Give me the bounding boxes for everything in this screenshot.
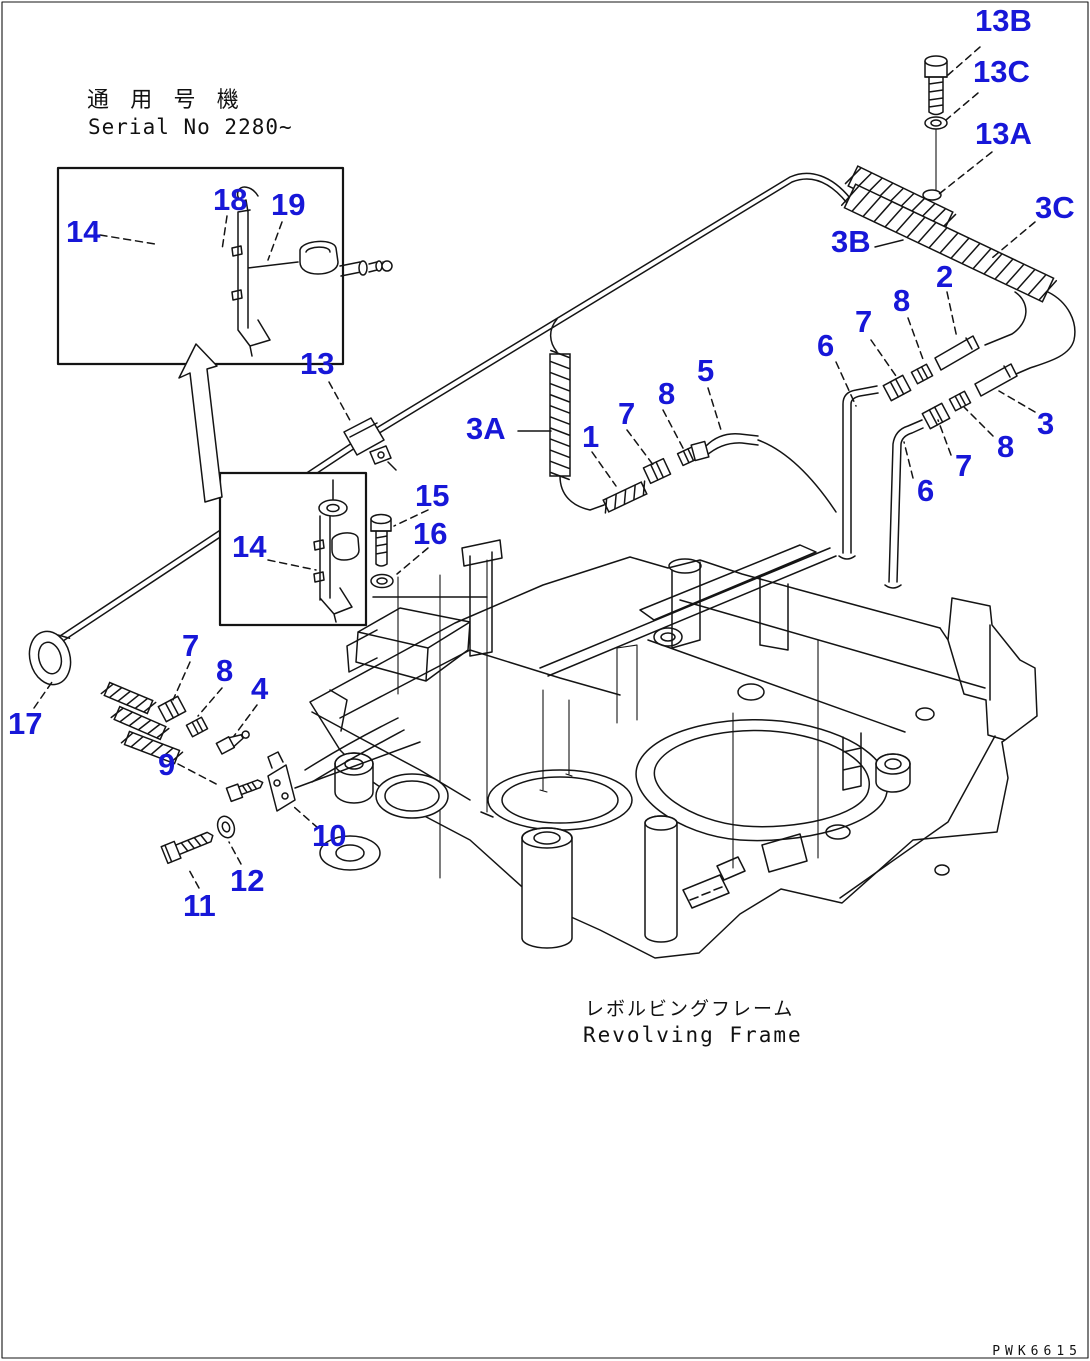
- leader-line: [293, 806, 319, 829]
- leader-line: [267, 221, 283, 261]
- leader-line: [33, 681, 53, 709]
- leader-line: [233, 704, 258, 737]
- callout-label: 11: [183, 888, 216, 923]
- leader-line: [945, 92, 979, 121]
- callout-label: 8: [997, 429, 1014, 464]
- leader-line: [938, 151, 993, 195]
- leader-line: [963, 406, 994, 437]
- caption-japanese: レボルビングフレーム: [585, 998, 794, 1020]
- caption-english: Revolving Frame: [583, 1023, 803, 1047]
- leader-line: [835, 361, 857, 407]
- leader-line: [228, 841, 242, 865]
- leader-line: [221, 215, 228, 251]
- callout-label: 17: [8, 706, 42, 741]
- leader-line: [991, 221, 1036, 259]
- spiral-band: [100, 681, 157, 715]
- drawing-number: PWK6615: [992, 1344, 1082, 1359]
- spiral-band: [110, 705, 170, 741]
- bolt-and-washer: [370, 513, 394, 589]
- callout-label: 4: [251, 671, 269, 706]
- spiral-band: [549, 349, 571, 481]
- callout-label: 12: [230, 863, 264, 898]
- leader-line: [947, 46, 981, 76]
- callout-label: 14: [232, 529, 267, 564]
- callout-label: 2: [936, 259, 953, 294]
- serial-number-note: Serial No 2280~: [88, 115, 293, 139]
- callout-label: 3B: [831, 224, 871, 259]
- callout-label: 5: [697, 353, 714, 388]
- leader-line: [907, 317, 925, 363]
- callout-label: 16: [413, 516, 447, 551]
- callout-label: 13: [300, 346, 334, 381]
- leader-line: [662, 409, 685, 451]
- callout-label: 6: [817, 328, 834, 363]
- spiral-wrapped-hoses: [100, 165, 1058, 765]
- callout-label: 9: [158, 747, 175, 782]
- callout-label: 13C: [973, 54, 1030, 89]
- hose-routing: [59, 128, 1076, 642]
- callout-label: 8: [658, 376, 675, 411]
- clamp-detail-box: [218, 471, 368, 627]
- leader-line: [396, 547, 429, 575]
- leader-line: [707, 387, 722, 431]
- callout-label: 7: [182, 628, 199, 663]
- callout-label: 8: [216, 653, 233, 688]
- leader-line: [874, 239, 904, 248]
- callout-label: 19: [271, 187, 305, 222]
- leader-lines: [33, 46, 1036, 889]
- applicability-heading: 通 用 号 機: [87, 88, 243, 113]
- leader-line: [172, 661, 191, 701]
- serial-detail-box: [56, 166, 393, 366]
- leader-line: [591, 451, 617, 487]
- spiral-band: [602, 480, 648, 514]
- callout-label: 3: [1037, 406, 1054, 441]
- leader-line: [870, 339, 897, 377]
- callout-label: 7: [955, 448, 972, 483]
- callout-label: 15: [415, 478, 449, 513]
- leader-line: [177, 763, 221, 787]
- leader-line: [903, 441, 914, 479]
- leader-line: [393, 509, 429, 527]
- callout-label: 7: [618, 396, 635, 431]
- callout-label: 3C: [1035, 190, 1075, 225]
- view-direction-arrow: [178, 343, 223, 503]
- leader-line: [626, 429, 655, 467]
- callout-label: 13A: [975, 116, 1032, 151]
- fittings: [28, 55, 1018, 865]
- callout-label: 13B: [975, 3, 1032, 38]
- leader-line: [267, 559, 317, 571]
- leader-line: [99, 234, 156, 245]
- spiral-band: [840, 183, 1058, 303]
- callout-label: 7: [855, 304, 872, 339]
- leader-line: [937, 419, 952, 456]
- revolving-frame-drawing: [304, 539, 1038, 959]
- callout-label: 14: [66, 214, 101, 249]
- callout-label: 3A: [466, 411, 506, 446]
- callout-label: 18: [213, 182, 247, 217]
- leader-line: [197, 687, 223, 717]
- spiral-band: [120, 730, 184, 765]
- leader-line: [328, 381, 353, 425]
- leader-line: [946, 291, 958, 339]
- callout-label: 10: [312, 818, 346, 853]
- callout-label: 1: [582, 419, 599, 454]
- leader-line: [998, 390, 1036, 413]
- callout-label: 8: [893, 283, 910, 318]
- callout-label: 6: [917, 473, 934, 508]
- callout-labels: 13B13C13A3C3B2876387658713A1315161417784…: [8, 3, 1075, 923]
- leader-line: [187, 867, 200, 889]
